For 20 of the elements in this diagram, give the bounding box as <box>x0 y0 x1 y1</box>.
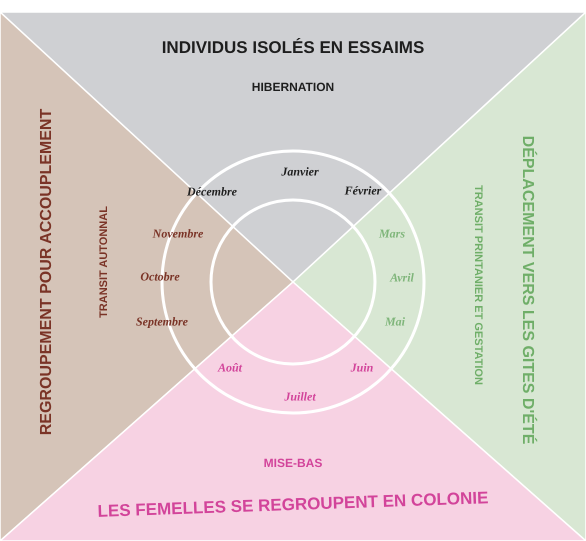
month-label: Mars <box>379 226 405 242</box>
month-label: Avril <box>390 270 414 286</box>
segment-subheading: MISE-BAS <box>264 456 322 470</box>
month-label: Mai <box>385 314 405 330</box>
month-label: Juin <box>350 360 374 376</box>
month-label: Août <box>218 360 242 376</box>
month-label: Juillet <box>284 390 316 404</box>
month-label: Septembre <box>136 314 188 330</box>
segment-subheading: TRANSIT PRINTANIER ET GESTATION <box>472 185 484 385</box>
month-label: Décembre <box>187 184 237 200</box>
segment-heading: INDIVIDUS ISOLÉS EN ESSAIMS <box>162 38 424 58</box>
segment-heading: DÉPLACEMENT VERS LES GITES D'ÉTÉ <box>518 136 536 444</box>
segment-subheading: TRANSIT AUTONNAL <box>98 206 110 318</box>
month-label: Octobre <box>140 270 180 284</box>
segment-heading: LES FEMELLES SE REGROUPENT EN COLONIE <box>97 488 489 522</box>
month-label: Janvier <box>281 164 319 180</box>
segment-heading: REGROUPEMENT POUR ACCOUPLEMENT <box>38 108 56 436</box>
month-label: Février <box>344 184 382 198</box>
month-label: Novembre <box>152 226 204 242</box>
segment-subheading: HIBERNATION <box>252 80 334 94</box>
